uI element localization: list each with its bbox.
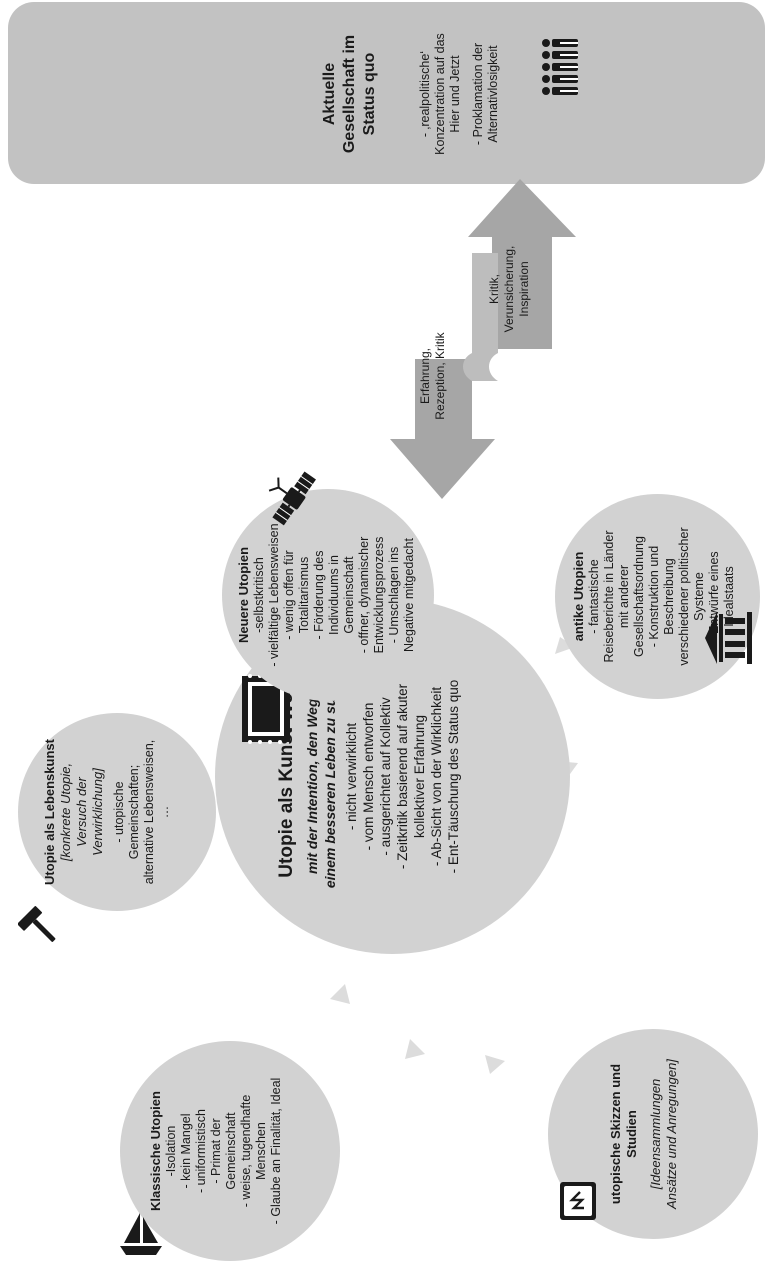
klassische-title: Klassische Utopien: [148, 1091, 163, 1211]
feedback-arrows: [390, 179, 576, 499]
people-group-icon: [542, 39, 578, 95]
status-quo-box: [8, 2, 765, 184]
cycle-arrow-4: [485, 1055, 505, 1074]
skizzen-sub: [Ideensammlungen Ansätze und Anregungen]: [648, 1059, 679, 1209]
scroll-shape: [463, 253, 498, 381]
cycle-arrow-3: [405, 1039, 425, 1059]
center-items: - nicht verwirklicht - vom Mensch entwor…: [344, 679, 461, 874]
lebenskunst-title: Utopie als Lebenskunst: [42, 739, 57, 885]
arrow-to-utopia: [390, 359, 495, 499]
klassische-items: -Isolation - kein Mangel - uniformistisc…: [164, 1077, 283, 1225]
skizzen-title: utopische Skizzen und Studien: [608, 1063, 639, 1205]
lebenskunst-bubble: Utopie als Lebenskunst [konkrete Utopie,…: [18, 713, 216, 911]
stamp-icon: [242, 674, 290, 744]
temple-icon: [705, 612, 752, 664]
lebenskunst-items: - utopische Gemeinschaften; alternative …: [112, 739, 171, 885]
status-quo-points: - ‚realpolitische‘ Konzentration auf das…: [418, 33, 500, 155]
cycle-arrow-6: [555, 637, 575, 654]
antike-utopien-bubble: antike Utopien - fantastische Reiseberic…: [555, 494, 760, 699]
neuere-items: -selbstkritisch - vielfältige Lebensweis…: [252, 523, 416, 667]
sailboat-icon: [120, 1213, 162, 1255]
sketch-tablet-icon: [560, 1182, 596, 1220]
neuere-title: Neuere Utopien: [236, 546, 251, 644]
antike-title: antike Utopien: [571, 551, 586, 642]
hammer-icon: [18, 906, 56, 942]
cycle-arrow-2: [330, 984, 350, 1004]
satellite-icon: [268, 471, 316, 526]
neuere-utopien-bubble: Neuere Utopien -selbstkritisch - vielfäl…: [222, 489, 434, 701]
status-quo-title: Aktuelle Gesellschaft im Status quo: [321, 34, 378, 154]
lebenskunst-sub: [konkrete Utopie, Versuch der Verwirklic…: [58, 762, 105, 862]
